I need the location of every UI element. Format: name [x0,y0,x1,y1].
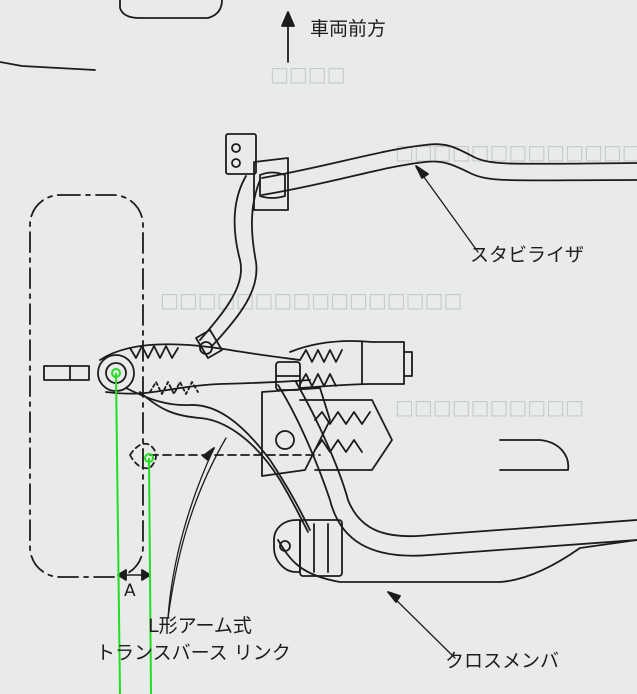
wheel-outline [29,194,144,578]
stabilizer-leader [415,165,479,253]
crossmember-rear-mount [499,439,570,471]
arm-upper-edge [99,343,301,361]
stabilizer-arrow-icon [415,165,429,179]
crossmember-inner [295,381,637,538]
stabilizer-bar-lower [261,160,637,196]
guide-line-kingpin [115,372,121,694]
dimension-a-label: A [124,581,136,601]
arm-leader-secondary [167,437,227,619]
guide-point-joint [111,368,121,378]
guide-point-pivot [144,453,154,463]
body-bracket [261,387,393,477]
arm-rear-outer [125,387,311,531]
crossmember-label: クロスメンバ [445,650,560,672]
ghost-text-3: □□□□□□□□□□□□□□□□ [160,288,463,312]
arm-bushing-boot-hidden [149,381,199,395]
stabilizer-bar-upper [261,143,637,179]
arm-rear-inner [139,391,309,533]
prev-figure-line [0,61,96,71]
prev-figure-outline [119,0,223,19]
stabilizer-leg-outer [199,175,247,341]
arm-label-line2: トランスバース リンク [96,642,291,664]
arm-leader-primary [167,447,215,619]
arm-label-line1: L形アーム式 [148,615,252,637]
forward-label: 車両前方 [310,18,387,40]
stabilizer-leg-inner [211,179,261,347]
ghost-text-4: □□□□□□□□□□ [395,395,584,419]
dimension-a-marker [117,569,151,581]
forward-arrow-icon [281,11,295,63]
stabilizer-bracket [225,133,289,211]
steering-rack [275,340,413,391]
crossmember-lower [277,539,637,583]
crossmember-arrow-icon [387,591,401,603]
alignment-guides [111,368,154,694]
arm-arrow-icon-1 [202,447,215,461]
crossmember-mount [273,519,343,577]
stabilizer-link [195,329,223,359]
crossmember-upper [277,384,637,557]
ghost-text-1: □□□□ [270,62,346,86]
crossmember-leader [387,591,456,659]
guide-line-pivot [148,457,152,694]
stabilizer-label: スタビライザ [470,244,585,266]
arm-bushing-boot [129,345,179,359]
